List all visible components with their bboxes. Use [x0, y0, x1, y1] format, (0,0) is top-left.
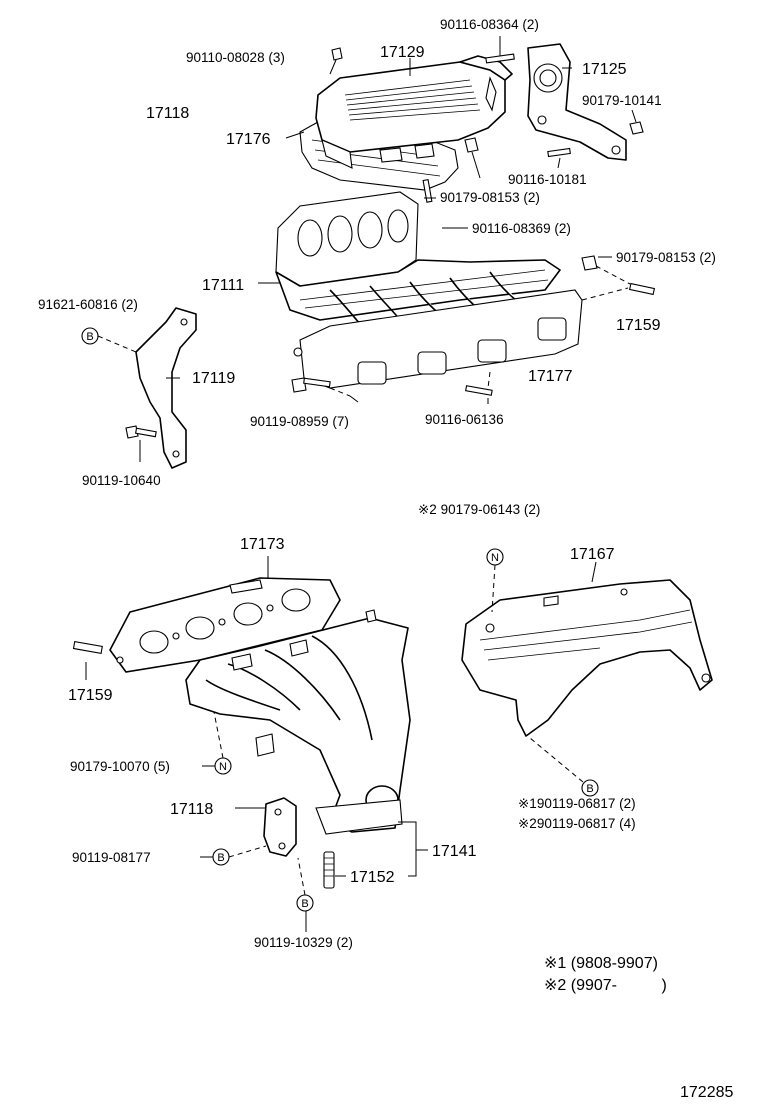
bolt-90110-08028	[329, 47, 343, 75]
label-17173: 17173	[240, 536, 285, 553]
marker-n-06143: N	[486, 548, 504, 613]
marker-b-text: B	[586, 783, 593, 795]
marker-n-text: N	[491, 552, 499, 564]
nut-90179-08153-upper	[464, 137, 481, 179]
label-17167: 17167	[570, 546, 615, 563]
marker-n-text: N	[219, 761, 227, 773]
marker-b-text: B	[301, 898, 308, 910]
stud-90116-08369	[422, 179, 433, 203]
nut-90179-10141	[629, 121, 644, 135]
stud-17159-lower	[72, 640, 103, 655]
leader-lines	[85, 36, 637, 932]
label-90119-06817-1: ※190119-06817 (2)	[518, 796, 636, 811]
footnote-1: ※1 (9808-9907)	[544, 955, 658, 972]
stud-90116-08364	[485, 53, 515, 64]
exhaust-gasket-17173	[109, 577, 341, 673]
label-90179-08153-a: 90179-08153 (2)	[440, 190, 540, 205]
label-90119-08177: 90119-08177	[72, 850, 151, 865]
label-90119-08959: 90119-08959 (7)	[250, 414, 349, 429]
exhaust-manifold-17141	[185, 609, 411, 835]
heat-insulator-17167	[461, 579, 713, 737]
bracket-17118-lower	[263, 797, 297, 857]
label-90110-08028: 90110-08028 (3)	[186, 50, 285, 65]
label-90119-10640: 90119-10640	[82, 473, 161, 488]
marker-b-08177: B	[212, 845, 267, 866]
footnote-2: ※2 (9907- )	[544, 977, 667, 994]
label-17118-bottom: 17118	[170, 801, 213, 818]
stud-90116-06136	[465, 371, 493, 396]
marker-b-10329: B	[296, 857, 314, 912]
label-17177: 17177	[528, 368, 573, 385]
stud-90116-10181	[547, 147, 571, 158]
label-17141: 17141	[432, 843, 477, 860]
nut-90179-08153-right	[581, 255, 631, 285]
label-90116-10181: 90116-10181	[508, 172, 587, 187]
label-90179-10141: 90179-10141	[582, 93, 662, 108]
stay-bracket-17119	[135, 307, 197, 469]
marker-b-text: B	[86, 331, 93, 343]
part-labels: 90116-08364 (2) 90110-08028 (3) 17129 17…	[38, 17, 716, 950]
label-90116-08364: 90116-08364 (2)	[440, 17, 539, 32]
label-17159-bottom: 17159	[68, 687, 113, 704]
bolt-90119-08959	[291, 377, 351, 397]
stud-17152	[323, 851, 335, 889]
marker-b-91621: B	[81, 327, 137, 353]
label-90179-10070: 90179-10070 (5)	[70, 759, 170, 774]
label-91621-60816: 91621-60816 (2)	[38, 297, 138, 312]
stud-17159-upper	[581, 282, 656, 301]
label-90119-10329: 90119-10329 (2)	[254, 935, 353, 950]
marker-n-10070: N	[213, 711, 232, 775]
label-90119-06817-2: ※290119-06817 (4)	[518, 816, 636, 831]
intake-chamber-assembly	[299, 55, 513, 191]
bolt-90119-10640	[125, 425, 157, 439]
label-17159-top: 17159	[616, 317, 661, 334]
label-90179-06143: ※2 90179-06143 (2)	[418, 502, 540, 517]
label-17129: 17129	[380, 44, 425, 61]
label-90179-08153-b: 90179-08153 (2)	[616, 250, 716, 265]
label-17111: 17111	[202, 277, 244, 294]
marker-b-06817: B	[529, 737, 599, 797]
label-17125: 17125	[582, 61, 627, 78]
label-17118-top: 17118	[146, 105, 189, 122]
label-90116-06136: 90116-06136	[425, 412, 504, 427]
intake-manifold-17111	[275, 191, 583, 389]
label-17152: 17152	[350, 869, 395, 886]
marker-b-text: B	[217, 852, 224, 864]
bracket-17125	[527, 43, 627, 161]
label-17119: 17119	[192, 370, 235, 387]
label-17176: 17176	[226, 131, 271, 148]
footnotes: ※1 (9808-9907) ※2 (9907- )	[544, 955, 667, 994]
label-90116-08369: 90116-08369 (2)	[472, 221, 571, 236]
figure-number: 172285	[680, 1084, 733, 1101]
